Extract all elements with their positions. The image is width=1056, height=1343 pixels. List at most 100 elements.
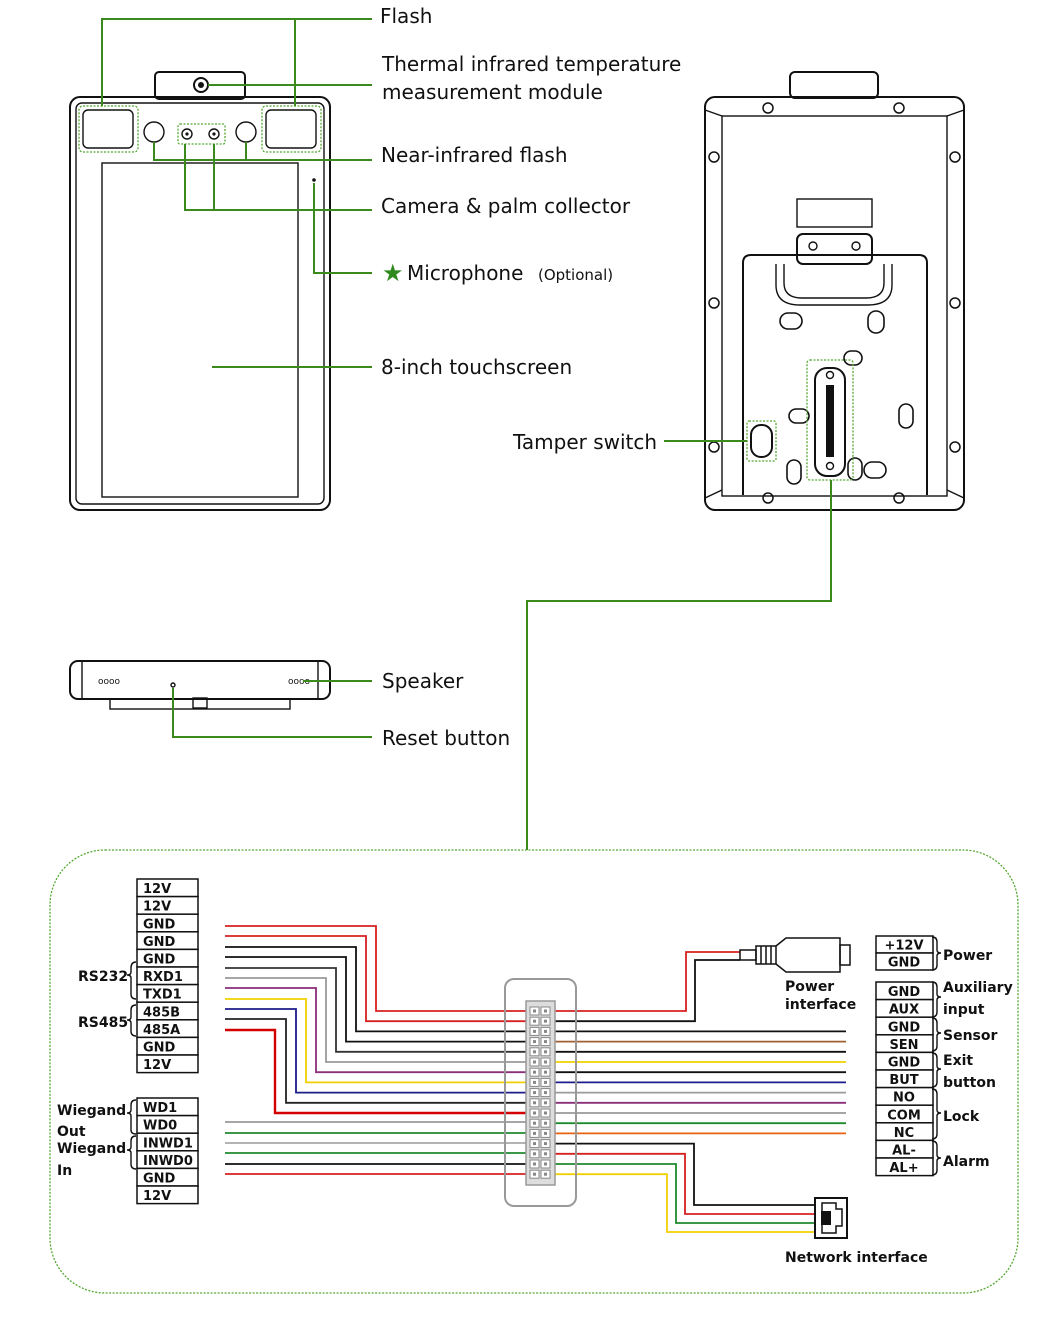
right-wire <box>552 951 740 1012</box>
left-wire <box>225 987 530 1074</box>
corner-bevel <box>946 489 965 499</box>
connector-pin-core <box>544 1070 547 1074</box>
right-terminal-label: GND <box>888 1020 921 1035</box>
camera-left-icon <box>181 128 193 140</box>
thermal-lens-center <box>198 82 204 88</box>
connector-pin-core <box>533 1070 536 1074</box>
flash-right-window <box>265 109 317 149</box>
bottom-view: oooo oooo Speaker Reset button <box>69 660 510 750</box>
right-terminal-label: AUX <box>889 1003 919 1018</box>
power-interface-plug-icon <box>739 937 851 973</box>
connector-pin-core <box>533 1162 536 1166</box>
connector-pin-core <box>544 1019 547 1023</box>
connector-pins <box>529 1006 551 1179</box>
right-terminal-label: GND <box>888 985 921 1000</box>
right-braces <box>931 936 942 1176</box>
camera-left-dot <box>185 132 189 136</box>
wiring-panel-frame <box>49 849 1019 1294</box>
connector-screw <box>825 370 835 380</box>
tab-screw <box>851 241 861 251</box>
back-thermal-bracket <box>789 71 879 99</box>
wiegand-in-label-1: Wiegand <box>57 1141 126 1157</box>
right-wire <box>552 1152 815 1215</box>
reset-hole <box>170 682 176 688</box>
back-view: Tamper switch <box>512 71 965 850</box>
connector-pin-core <box>544 1091 547 1095</box>
connector-pin-core <box>544 1162 547 1166</box>
left-wire <box>225 998 530 1084</box>
connector-pin-core <box>533 1009 536 1013</box>
right-terminal-label: BUT <box>889 1073 918 1088</box>
left-terminal-label: 485B <box>143 1005 180 1020</box>
left-terminal-label: GND <box>143 1172 176 1187</box>
power-group-label: Power <box>943 948 992 964</box>
back-inner-frame <box>721 115 948 497</box>
left-terminal-label: 12V <box>143 1058 171 1073</box>
connector-pin-core <box>533 1080 536 1084</box>
right-terminal-label: NO <box>893 1091 915 1106</box>
mounting-plate <box>742 254 928 495</box>
left-terminal-label: RXD1 <box>143 970 183 985</box>
left-terminal-label: 485A <box>143 1023 180 1038</box>
wiegand-out-label-2: Out <box>57 1124 86 1140</box>
near-infrared-leader <box>153 142 372 161</box>
right-terminal-label: GND <box>888 1056 921 1071</box>
touchscreen-label: 8-inch touchscreen <box>381 355 572 379</box>
connector-pin-core <box>533 1050 536 1054</box>
reset-leader <box>172 688 372 738</box>
connector-pin-core <box>544 1060 547 1064</box>
rs485-label: RS485 <box>78 1015 128 1031</box>
left-wire <box>225 946 530 1033</box>
right-terminal-label: COM <box>887 1108 921 1123</box>
wiegand-out-brace <box>126 1099 137 1135</box>
connector-pin-core <box>533 1152 536 1156</box>
left-wire <box>225 1028 530 1115</box>
connector-pin-core <box>544 1029 547 1033</box>
flash-left-highlight <box>78 105 139 153</box>
left-terminal-label: WD1 <box>143 1101 177 1116</box>
connector-pin-core <box>544 1080 547 1084</box>
exit-group-label-2: button <box>943 1075 996 1091</box>
connector-pin-core <box>533 1101 536 1105</box>
wiegand-in-label-2: In <box>57 1163 72 1179</box>
power-interface-label-1: Power <box>785 979 834 995</box>
camera-highlight <box>177 123 226 145</box>
mounting-plate-tab <box>796 233 873 265</box>
left-terminal-label: TXD1 <box>143 988 182 1003</box>
left-wire <box>225 967 530 1053</box>
near-infrared-left <box>143 121 165 143</box>
connector-pins <box>826 385 834 457</box>
right-terminal-label: AL- <box>892 1144 916 1159</box>
connector-pin-core <box>533 1121 536 1125</box>
right-terminal <box>875 952 934 971</box>
camera-leader <box>184 144 372 211</box>
left-terminal-label: 12V <box>143 882 171 897</box>
front-device-body <box>69 96 331 511</box>
connector-pin-core <box>544 1009 547 1013</box>
mounting-holes <box>779 310 914 485</box>
microphone-leader <box>313 183 372 274</box>
connector-pin-core <box>533 1029 536 1033</box>
left-terminal-label: INWD1 <box>143 1136 193 1151</box>
flash-leader <box>101 18 372 106</box>
left-wire <box>225 1008 530 1094</box>
plate-bend-inner <box>783 264 885 299</box>
near-infrared-right <box>235 121 257 143</box>
thermal-label-line2: measurement module <box>382 80 603 104</box>
rs232-label: RS232 <box>78 969 128 985</box>
tamper-label: Tamper switch <box>512 430 657 454</box>
connector-pin-core <box>533 1040 536 1044</box>
touchscreen-area <box>101 162 299 498</box>
power-interface-label-2: interface <box>785 997 856 1013</box>
left-terminal-label: GND <box>143 1041 176 1056</box>
front-view: Flash Thermal infrared temperature measu… <box>69 4 681 511</box>
wires <box>225 925 846 1233</box>
left-wire <box>225 935 530 1023</box>
bottom-bracket <box>109 698 291 710</box>
corner-bevel <box>704 489 723 499</box>
right-wire <box>552 959 740 1023</box>
left-terminal-label: 12V <box>143 1189 171 1204</box>
connector-pin-core <box>544 1101 547 1105</box>
